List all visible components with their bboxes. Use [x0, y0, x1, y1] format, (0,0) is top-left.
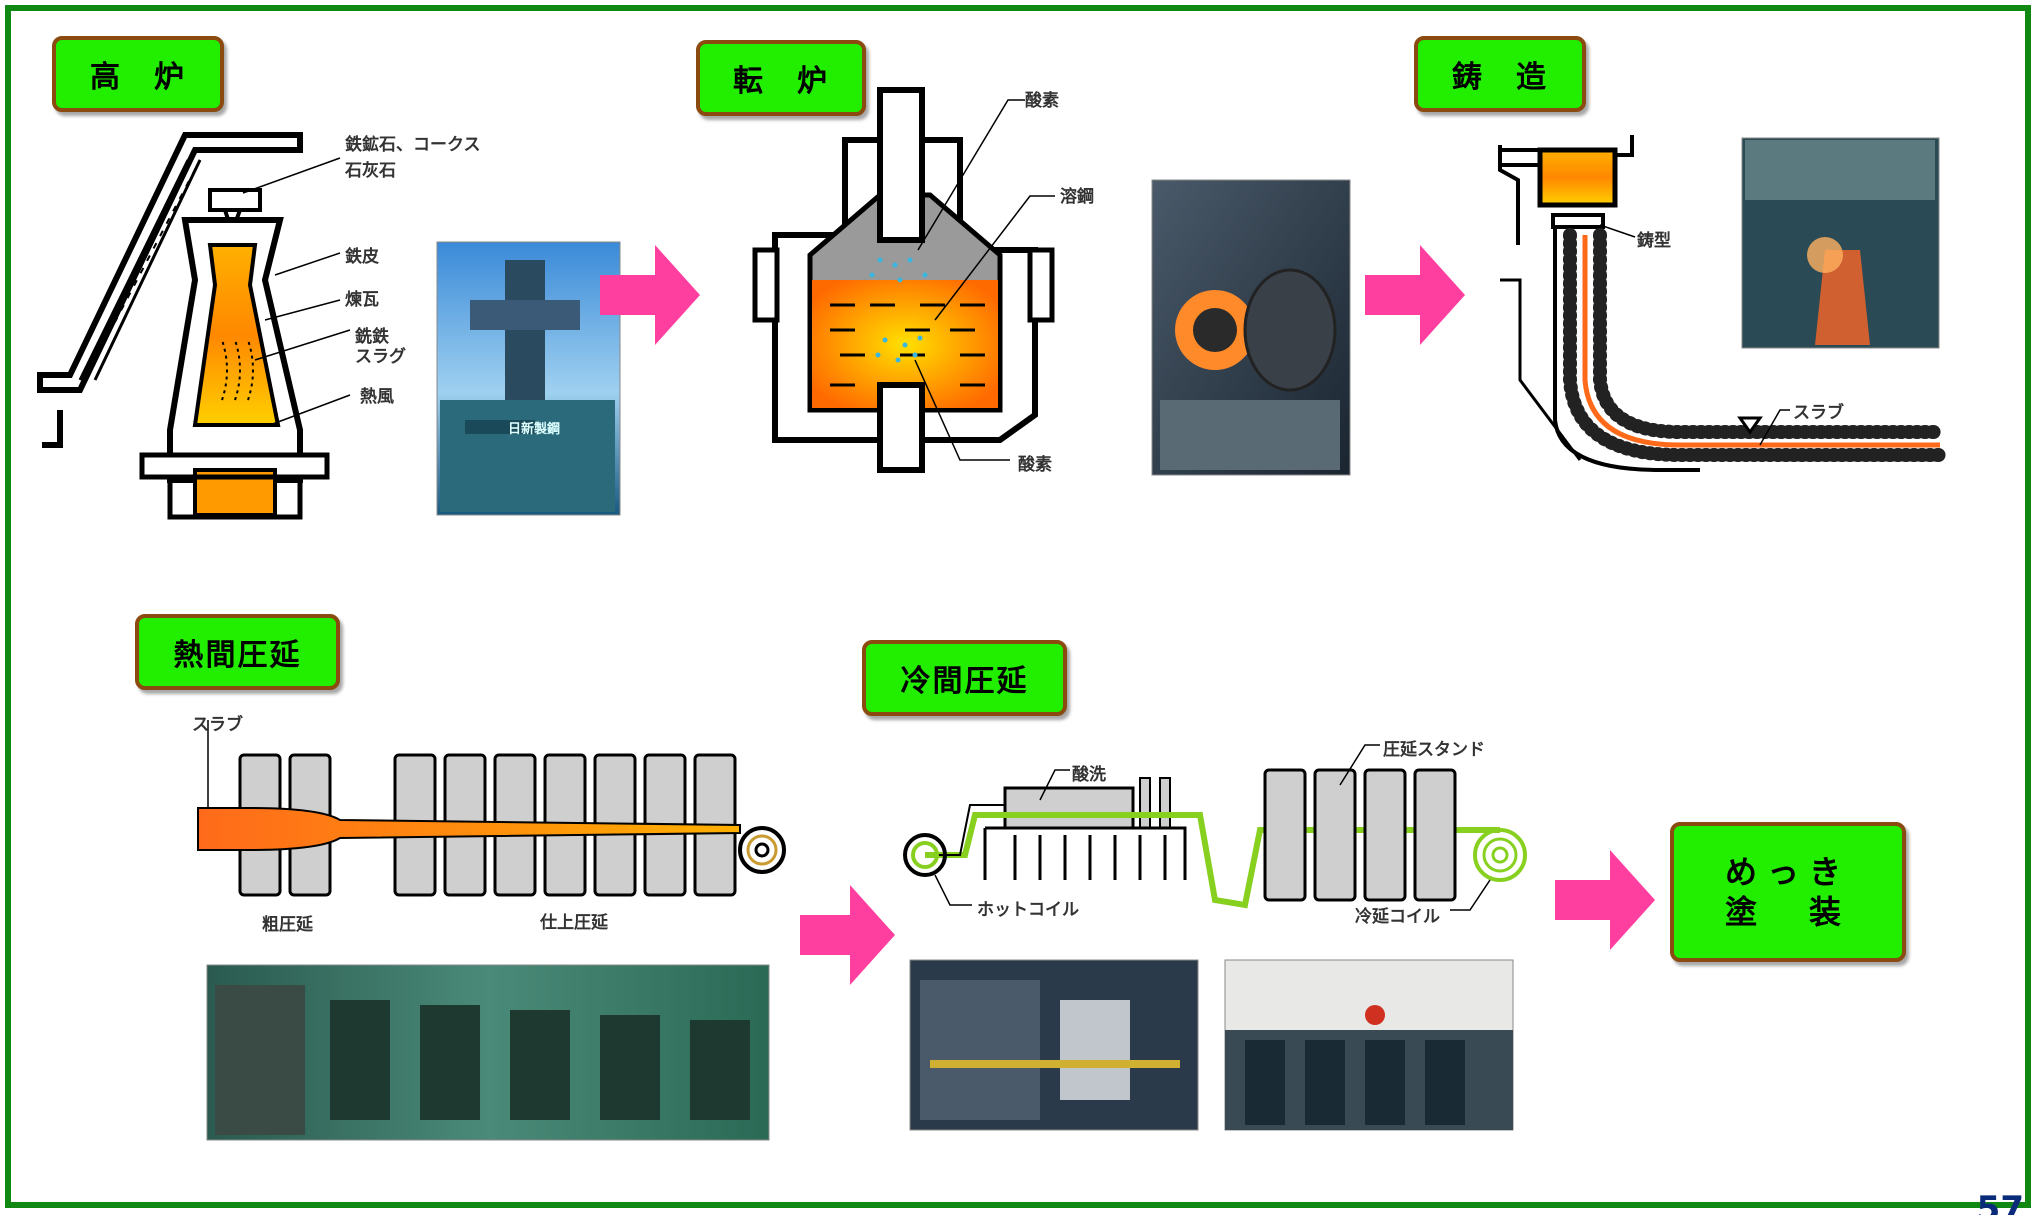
bf-label-raw2: 石灰石 [345, 161, 396, 181]
arrow-icon [600, 245, 700, 345]
blast-furnace-photo [436, 241, 621, 516]
casting-diagram [1498, 135, 1947, 472]
cv-label-oxygen-bottom: 酸素 [1018, 455, 1052, 475]
label-converter: 転 炉 [696, 40, 866, 116]
converter-photo [1151, 179, 1351, 476]
cold-rolling-diagram [903, 744, 1527, 911]
flow-arrows [600, 245, 1655, 985]
label-text: 転 炉 [733, 64, 829, 99]
blast-furnace-diagram [37, 132, 351, 520]
label-line: めっき [1724, 853, 1851, 891]
cr-label-stand: 圧延スタンド [1383, 740, 1485, 760]
label-text: 熱間圧延 [173, 638, 302, 673]
page-number: 57 [1976, 1189, 2024, 1215]
cv-label-molten-steel: 溶鋼 [1060, 187, 1094, 207]
converter-diagram [752, 87, 1055, 473]
bf-label-shell: 鉄皮 [345, 247, 379, 267]
bf-label-raw1: 鉄鉱石、コークス [345, 135, 481, 155]
bf-label-pig-iron: 銑鉄 [355, 327, 389, 347]
label-text: 鋳 造 [1452, 60, 1548, 95]
label-hot-rolling: 熱間圧延 [135, 614, 340, 690]
arrow-icon [1365, 245, 1465, 345]
bf-label-slag: スラグ [355, 347, 406, 367]
label-text: 冷間圧延 [900, 664, 1029, 699]
cast-label-slab: スラブ [1793, 403, 1844, 423]
bf-label-hot-air: 熱風 [360, 387, 394, 407]
hot-rolling-diagram [197, 720, 786, 897]
hr-label-finish: 仕上圧延 [540, 913, 608, 933]
cv-label-oxygen-top: 酸素 [1025, 91, 1059, 111]
arrow-icon [800, 885, 895, 985]
hot-rolling-photo [206, 964, 770, 1141]
bf-label-brick: 煉瓦 [345, 290, 379, 310]
cast-label-mold: 鋳型 [1637, 231, 1671, 251]
cr-label-pickling: 酸洗 [1072, 765, 1106, 785]
label-blast-furnace: 高 炉 [52, 36, 224, 112]
hr-label-slab: スラブ [192, 715, 243, 735]
slide-frame [5, 5, 2031, 1208]
cr-label-cold-coil: 冷延コイル [1355, 907, 1440, 927]
arrow-icon [1555, 850, 1655, 950]
label-plating-painting: めっき 塗 装 [1670, 822, 1906, 962]
cold-rolling-photo-right [1224, 959, 1514, 1131]
hr-label-rough: 粗圧延 [262, 915, 313, 935]
casting-photo [1741, 137, 1940, 349]
label-text: 高 炉 [90, 60, 186, 95]
cold-rolling-photo-left [909, 959, 1199, 1131]
label-cold-rolling: 冷間圧延 [862, 640, 1067, 716]
label-line: 塗 装 [1724, 893, 1851, 931]
photo-sign: 日新製鋼 [508, 422, 561, 437]
cr-label-hot-coil: ホットコイル [977, 900, 1079, 920]
label-casting: 鋳 造 [1414, 36, 1586, 112]
